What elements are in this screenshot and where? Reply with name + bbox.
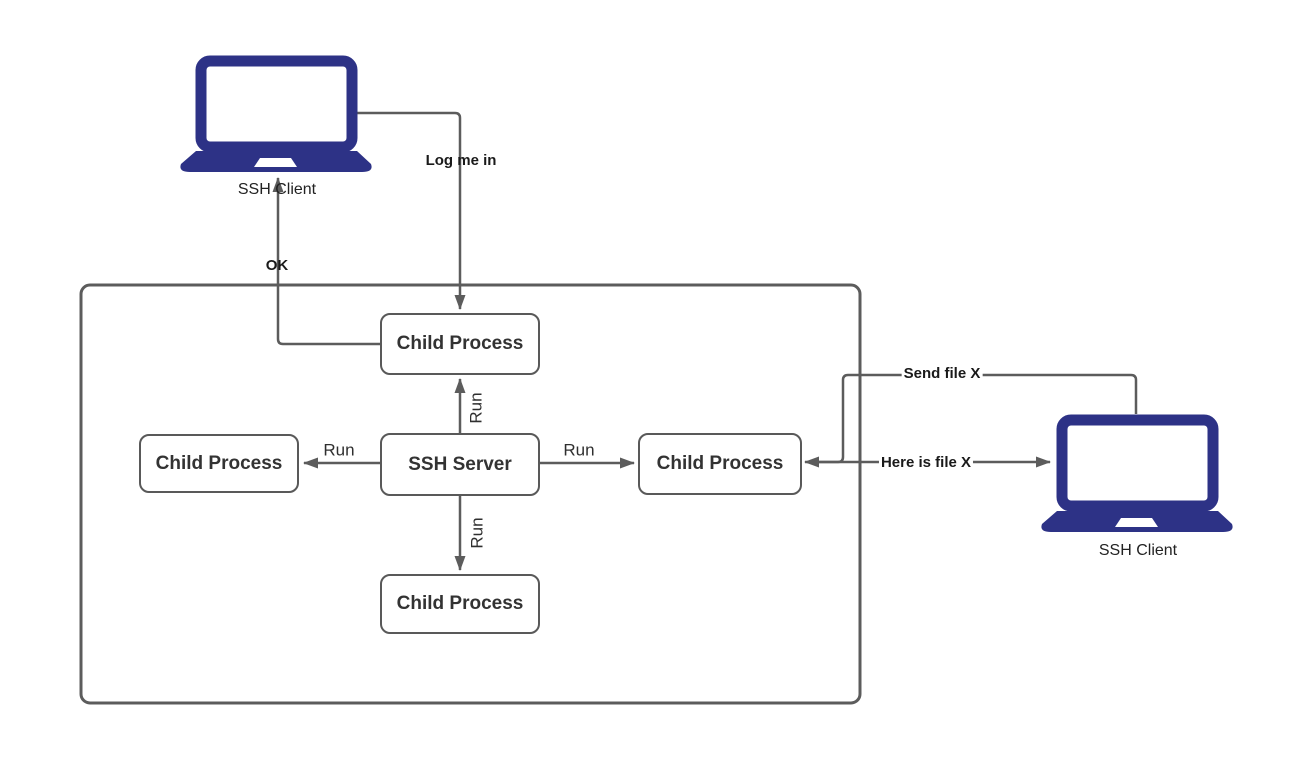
label-ssh-client-left: SSH Client [237, 181, 317, 198]
node-child-process-right: Child Process [638, 433, 802, 495]
edge-label-ok: OK [265, 256, 289, 274]
edge-label-here-is-file-x: Here is file X [878, 453, 974, 472]
edge-log-me-in [357, 111, 466, 310]
edge-label-run-left: Run [323, 440, 355, 460]
node-child-process-top: Child Process [380, 313, 540, 375]
laptop-icon [1041, 414, 1233, 532]
process-boundary-box [79, 283, 862, 705]
node-child-process-bottom: Child Process [380, 574, 540, 634]
edge-label-run-up: Run [466, 392, 486, 424]
node-ssh-server: SSH Server [380, 433, 540, 496]
edge-label-send-file-x: Send file X [901, 364, 983, 383]
edge-ok [272, 177, 380, 346]
label-ssh-client-right: SSH Client [1098, 542, 1178, 559]
laptop-icon [180, 55, 372, 172]
edge-label-run-down: Run [467, 517, 487, 549]
edge-label-log-me-in: Log me in [425, 151, 497, 169]
node-child-process-left: Child Process [139, 434, 299, 493]
edge-label-run-right: Run [563, 440, 595, 460]
